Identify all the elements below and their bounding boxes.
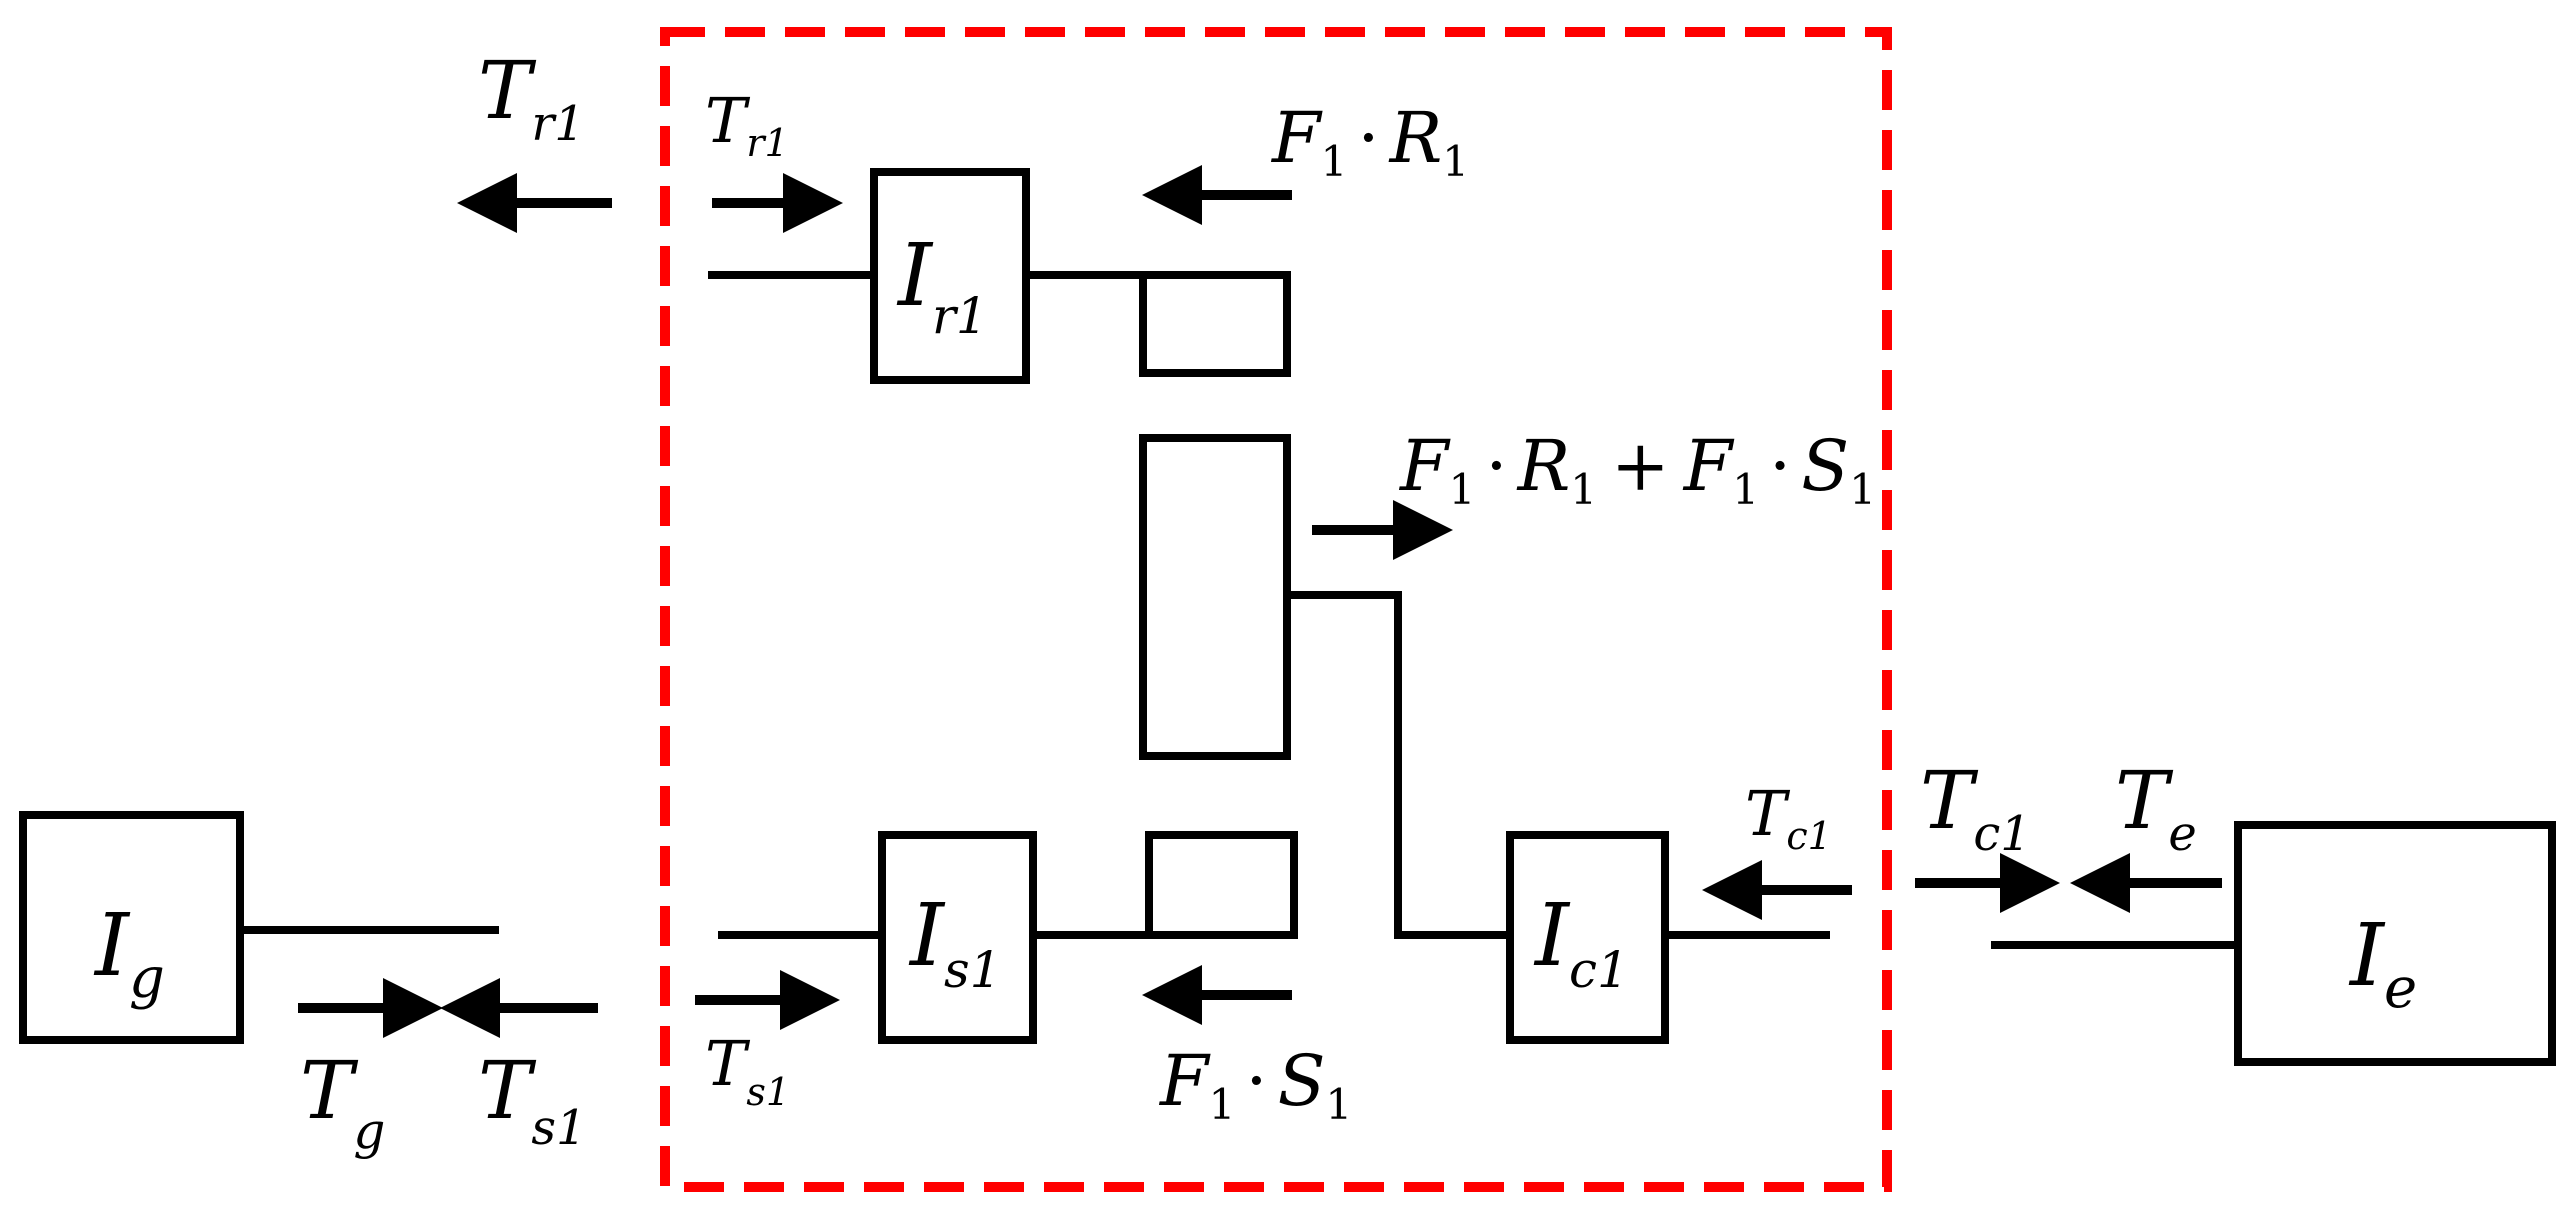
torque-arrows bbox=[298, 165, 2222, 1038]
label-tc1-inner: Tc1 bbox=[1745, 777, 1832, 858]
label-tr1-inner: Tr1 bbox=[705, 84, 789, 165]
planetary-gearset-boundary bbox=[660, 27, 1892, 1192]
inertia-box-ic1 bbox=[1506, 831, 1669, 1044]
label-sum-force: F1·R1+F1·S1 bbox=[1398, 425, 1876, 514]
carrier-gear-box bbox=[1139, 434, 1291, 760]
label-f1r1: F1·R1 bbox=[1270, 97, 1469, 186]
label-ic1: Ic1 bbox=[1533, 886, 1629, 999]
label-ts1-inner: Ts1 bbox=[705, 1027, 790, 1114]
shafts bbox=[241, 271, 2239, 949]
label-ir1: Ir1 bbox=[896, 226, 988, 345]
inertia-box-ig bbox=[19, 811, 244, 1044]
label-tr1-outer: Tr1 bbox=[478, 44, 585, 152]
sun-gear-box bbox=[1145, 831, 1298, 939]
inertia-box-ir1 bbox=[870, 168, 1030, 384]
label-te: Te bbox=[2115, 754, 2197, 862]
inertia-box-is1 bbox=[878, 831, 1037, 1044]
label-ts1-outer: Ts1 bbox=[478, 1044, 587, 1156]
label-is1: Is1 bbox=[908, 886, 1001, 999]
label-tg: Tg bbox=[300, 1044, 385, 1160]
label-tc1-outer: Tc1 bbox=[1920, 754, 2031, 862]
ring-gear-box bbox=[1139, 271, 1291, 377]
label-ie: Ie bbox=[2348, 906, 2417, 1021]
label-f1s1: F1·S1 bbox=[1158, 1040, 1352, 1129]
inertia-box-ie bbox=[2234, 821, 2556, 1066]
label-ig: Ig bbox=[93, 896, 165, 1011]
